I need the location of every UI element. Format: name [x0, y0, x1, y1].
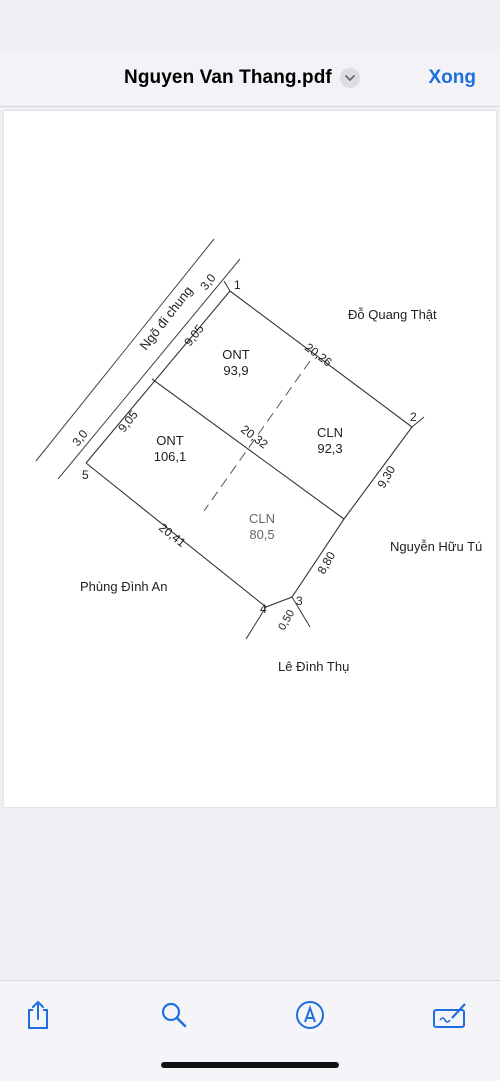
- point-5: 5: [82, 468, 89, 482]
- parcel-4-type: CLN: [249, 511, 275, 526]
- road-width-bottom: 3,0: [69, 427, 91, 449]
- share-icon[interactable]: [20, 997, 56, 1033]
- middle-line-length: 20,32: [238, 422, 271, 451]
- pdf-viewer[interactable]: 1 2 3 4 5 Ngõ đi chung 3,0 3,0 20,26 9,3…: [0, 107, 500, 987]
- parcel-3-area: 106,1: [154, 449, 187, 464]
- neighbor-north-east: Đỗ Quang Thật: [348, 307, 437, 322]
- neighbor-south-west: Phùng Đình An: [80, 579, 167, 594]
- road-width-top: 3,0: [197, 271, 219, 293]
- tick-2: [411, 416, 425, 428]
- middle-line: [151, 378, 345, 520]
- road-line-inner: [57, 258, 241, 480]
- tick-1: [223, 280, 231, 292]
- parcel-2-area: 92,3: [317, 441, 342, 456]
- pdf-page: 1 2 3 4 5 Ngõ đi chung 3,0 3,0 20,26 9,3…: [4, 111, 496, 807]
- neighbor-south: Lê Đình Thụ: [278, 659, 349, 674]
- dashed-division: [203, 360, 311, 512]
- land-plot-diagram: 1 2 3 4 5 Ngõ đi chung 3,0 3,0 20,26 9,3…: [35, 238, 482, 674]
- line-3-ext: [291, 596, 311, 628]
- parcel-3-type: ONT: [156, 433, 184, 448]
- parcel-2-type: CLN: [317, 425, 343, 440]
- edge-2-3: 9,30: [374, 463, 398, 491]
- edge-4-5: 20,41: [156, 520, 189, 550]
- chevron-down-icon[interactable]: [339, 68, 360, 88]
- status-bar: [0, 0, 500, 50]
- parcel-1-type: ONT: [222, 347, 250, 362]
- edge-3-side: 8,80: [314, 549, 338, 577]
- road-line-outer: [35, 238, 215, 462]
- bottom-toolbar: [0, 980, 500, 1081]
- home-indicator[interactable]: [161, 1062, 339, 1068]
- done-button[interactable]: Xong: [428, 67, 477, 88]
- point-3: 3: [296, 594, 303, 608]
- parcel-4-area: 80,5: [249, 527, 274, 542]
- sign-icon[interactable]: [432, 997, 468, 1033]
- document-title-button[interactable]: Nguyen Van Thang.pdf: [124, 67, 360, 89]
- edge-5-1-lower: 9,05: [115, 408, 141, 435]
- search-icon[interactable]: [156, 997, 192, 1033]
- point-4: 4: [260, 602, 267, 616]
- markup-icon[interactable]: [292, 997, 328, 1033]
- document-title: Nguyen Van Thang.pdf: [124, 67, 332, 88]
- edge-3-4: 0,50: [276, 608, 297, 633]
- parcel-1-area: 93,9: [223, 363, 248, 378]
- navigation-bar: Nguyen Van Thang.pdf Xong: [0, 50, 500, 107]
- point-2: 2: [410, 410, 417, 424]
- point-1: 1: [234, 278, 241, 292]
- line-4-ext: [245, 606, 267, 640]
- neighbor-east: Nguyễn Hữu Tú: [390, 539, 482, 554]
